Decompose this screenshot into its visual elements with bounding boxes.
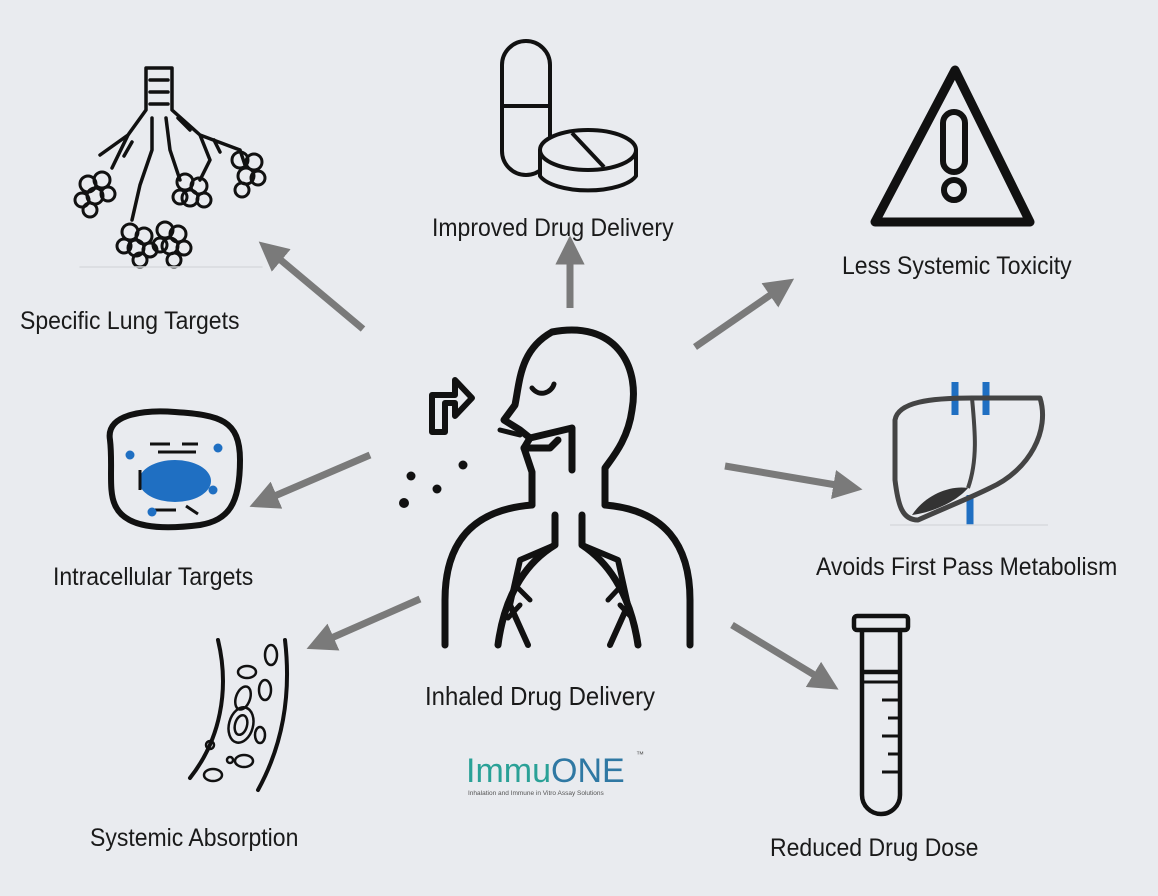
arrow-to-reduced-drug-dose bbox=[730, 622, 839, 690]
test-tube-icon bbox=[851, 613, 911, 817]
arrow-to-systemic-absorption bbox=[306, 595, 422, 651]
logo-part-immu: Immu bbox=[466, 752, 551, 790]
label-inhaled-drug-delivery: Inhaled Drug Delivery bbox=[425, 681, 656, 711]
logo-tagline: Inhalation and Immune in Vitro Assay Sol… bbox=[468, 790, 604, 797]
label-improved-drug-delivery: Improved Drug Delivery bbox=[432, 214, 674, 242]
label-reduced-drug-dose: Reduced Drug Dose bbox=[770, 834, 979, 862]
arrow-to-less-systemic-toxicity bbox=[693, 278, 795, 350]
liver-icon bbox=[890, 382, 1048, 526]
label-systemic-absorption: Systemic Absorption bbox=[90, 824, 299, 852]
immuone-logo: ImmuONE ™ Inhalation and Immune in Vitro… bbox=[466, 750, 646, 802]
human-lungs-inhale-icon bbox=[399, 326, 694, 649]
bronchi-icon bbox=[73, 66, 267, 269]
label-avoids-first-pass-metabolism: Avoids First Pass Metabolism bbox=[816, 553, 1118, 581]
arrow-to-intracellular-targets bbox=[249, 451, 372, 509]
blood-vessel-icon bbox=[188, 638, 289, 792]
logo-part-one: ONE bbox=[551, 752, 625, 790]
warning-triangle-icon bbox=[870, 65, 1035, 227]
arrow-to-avoids-first-pass bbox=[724, 462, 863, 500]
logo-wordmark: ImmuONE bbox=[466, 752, 625, 791]
logo-trademark: ™ bbox=[636, 750, 644, 759]
cell-icon bbox=[106, 408, 244, 531]
capsule-tablet-icon bbox=[500, 39, 638, 193]
label-intracellular-targets: Intracellular Targets bbox=[53, 563, 254, 591]
label-less-systemic-toxicity: Less Systemic Toxicity bbox=[842, 252, 1072, 280]
label-specific-lung-targets: Specific Lung Targets bbox=[20, 307, 240, 335]
arrow-to-specific-lung-targets bbox=[258, 241, 366, 332]
